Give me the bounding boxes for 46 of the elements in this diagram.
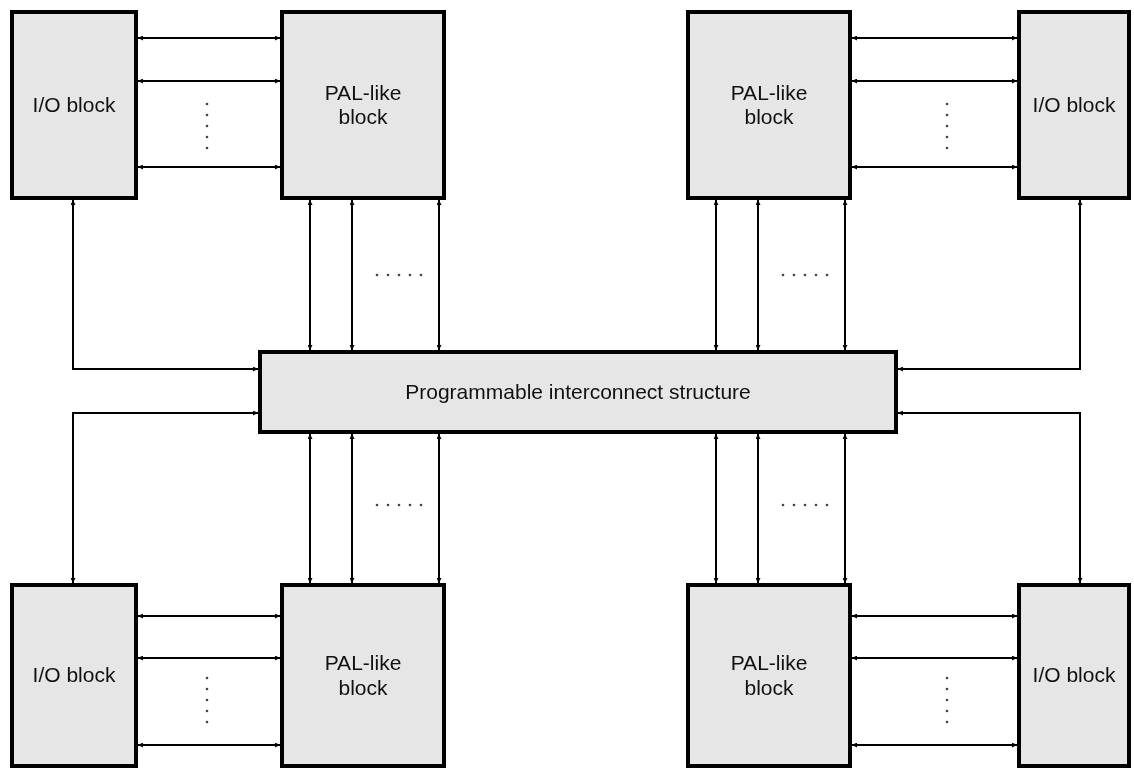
arrow: [851, 613, 1018, 619]
block-label: PAL-like block: [729, 651, 809, 700]
arrow: [755, 433, 761, 584]
arrow: [842, 199, 848, 351]
arrow: [713, 199, 719, 351]
arrow: [851, 35, 1018, 41]
block-label: PAL-like block: [323, 651, 403, 700]
block-label: PAL-like block: [729, 80, 809, 130]
arrow: [137, 613, 281, 619]
block-box: [686, 10, 852, 200]
arrow: [137, 164, 281, 170]
arrow: [851, 164, 1018, 170]
block-label: I/O block: [1032, 663, 1116, 688]
block-box: [686, 583, 852, 768]
block-box: [280, 10, 446, 200]
arrow: [137, 35, 281, 41]
block-label: Programmable interconnect structure: [405, 379, 751, 405]
arrow: [851, 742, 1018, 748]
arrow: [137, 78, 281, 84]
arrow: [897, 199, 1083, 372]
block-box: [10, 10, 138, 200]
block-label: I/O block: [32, 92, 116, 118]
block-label: I/O block: [32, 663, 116, 688]
arrow: [851, 655, 1018, 661]
arrow: [137, 742, 281, 748]
block-box: [280, 583, 446, 768]
arrow: [349, 433, 355, 584]
block-label: PAL-like block: [323, 80, 403, 130]
arrow: [842, 433, 848, 584]
block-box: [1017, 583, 1131, 768]
arrow: [851, 78, 1018, 84]
arrow: [436, 199, 442, 351]
arrow: [713, 433, 719, 584]
arrow: [436, 433, 442, 584]
arrow: [70, 199, 259, 372]
block-box: [1017, 10, 1131, 200]
arrow: [137, 655, 281, 661]
arrow: [349, 199, 355, 351]
arrow: [307, 199, 313, 351]
block-box: [258, 350, 898, 434]
block-label: I/O block: [1032, 92, 1116, 118]
block-box: [10, 583, 138, 768]
arrow: [897, 410, 1083, 584]
arrow: [70, 410, 259, 584]
arrow: [307, 433, 313, 584]
arrow: [755, 199, 761, 351]
